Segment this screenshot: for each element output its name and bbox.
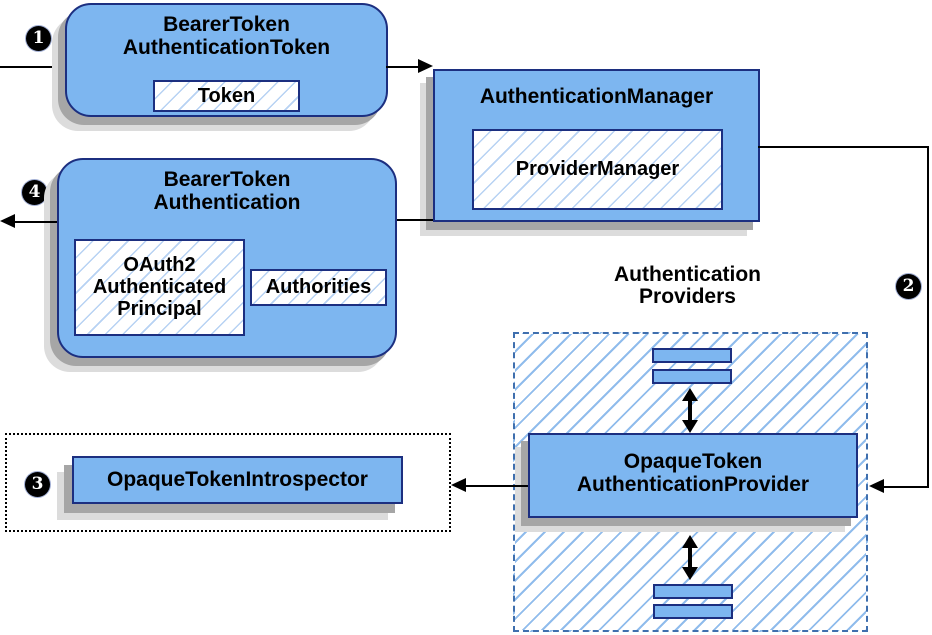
bearer-token-authentication-token-node: BearerToken AuthenticationToken Token (65, 3, 388, 117)
left-arrowhead-icon (869, 479, 884, 493)
title-line: AuthenticationProvider (576, 473, 810, 496)
step2-line-vertical (927, 146, 929, 488)
authentication-providers-region: OpaqueToken AuthenticationProvider (513, 332, 868, 632)
arrow-shaft (688, 401, 692, 420)
arrow-shaft (688, 548, 692, 567)
step-2-badge: 2 (896, 274, 921, 299)
token-box: Token (153, 80, 300, 112)
left-arrowhead-icon (0, 214, 15, 228)
provider-stack-bar (653, 584, 733, 599)
oauth2-authenticated-principal-box: OAuth2 Authenticated Principal (74, 239, 245, 336)
label-line: Providers (639, 285, 736, 308)
token-to-manager-line (386, 66, 420, 68)
title-line: OpaqueToken (623, 450, 763, 473)
step2-line-horizontal-bottom (884, 486, 929, 488)
provider-stack-bar (652, 348, 732, 363)
provider-manager-box: ProviderManager (472, 129, 723, 210)
opaque-token-introspector-node: OpaqueTokenIntrospector (72, 456, 403, 504)
bearer-token-authentication-title: BearerToken Authentication (59, 160, 395, 214)
up-arrowhead-icon (682, 535, 698, 548)
bearer-token-authentication-node: BearerToken Authentication OAuth2 Authen… (57, 158, 397, 358)
step2-line-horizontal-top (758, 146, 929, 148)
principal-line: Authenticated (92, 276, 227, 298)
double-arrow (682, 535, 698, 580)
opaque-token-introspector-container: OpaqueTokenIntrospector (5, 433, 451, 532)
authentication-manager-node: AuthenticationManager ProviderManager (433, 69, 760, 222)
principal-line: OAuth2 (123, 254, 196, 276)
right-arrowhead-icon (418, 59, 433, 73)
principal-line: Principal (117, 298, 202, 320)
step-1-badge: 1 (26, 26, 51, 51)
authentication-manager-title: AuthenticationManager (479, 85, 714, 108)
title-line: AuthenticationToken (122, 36, 331, 59)
left-arrowhead-icon (451, 478, 466, 492)
provider-stack-bar (653, 604, 733, 619)
step4-outgoing-line (13, 221, 57, 223)
up-arrowhead-icon (682, 388, 698, 401)
title-line: Authentication (153, 191, 301, 214)
step-3-badge: 3 (25, 472, 50, 497)
manager-to-authentication-line (395, 219, 433, 221)
provider-stack-bar (652, 369, 732, 384)
down-arrowhead-icon (682, 420, 698, 433)
title-line: BearerToken (163, 168, 291, 191)
label-line: Authentication (614, 263, 761, 286)
opaque-token-authentication-provider-title: OpaqueToken AuthenticationProvider (530, 435, 856, 496)
bearer-token-authentication-token-title: BearerToken AuthenticationToken (67, 5, 386, 59)
authentication-providers-label: Authentication Providers (565, 264, 810, 308)
title-line: BearerToken (163, 13, 290, 36)
step1-incoming-line (0, 66, 65, 68)
down-arrowhead-icon (682, 567, 698, 580)
opaque-token-authentication-provider-node: OpaqueToken AuthenticationProvider (528, 433, 858, 518)
step3-line (466, 485, 528, 487)
step-4-badge: 4 (22, 180, 47, 205)
double-arrow (682, 388, 698, 433)
authorities-box: Authorities (250, 269, 387, 306)
